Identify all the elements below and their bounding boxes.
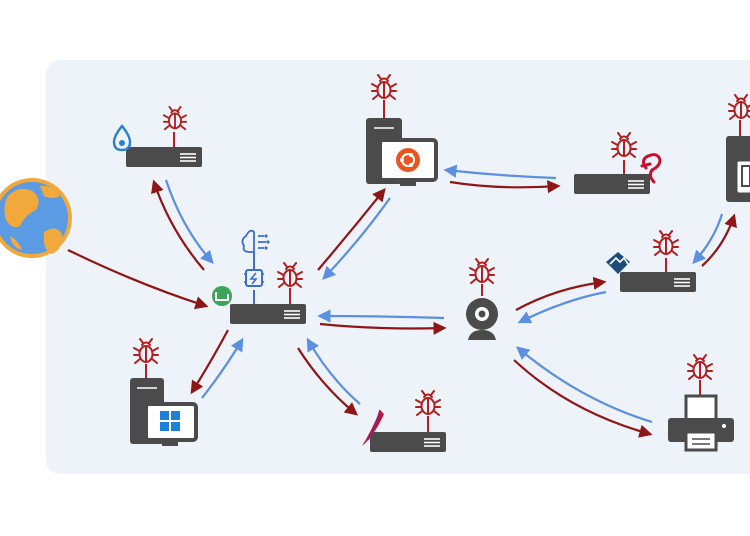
arrow-redis-to-ubuntu [443,164,557,180]
printer-icon [668,394,734,452]
cpu-chip-icon [244,269,264,304]
arrow-router-to-webcam [319,321,447,335]
bug-icon [687,354,713,380]
apache-feather-icon [362,409,384,446]
edge-desktop[interactable] [726,94,750,202]
redis-icon [640,153,662,184]
arrow-ubuntu-to-router [322,197,391,280]
arrow-ubuntu-to-redis [449,180,561,194]
ai-brain-icon [241,229,270,270]
drupal-icon [112,124,132,152]
connection-arrows [67,164,737,438]
arrow-edge-to-alpine [692,213,724,264]
alpine-server[interactable] [606,230,696,292]
redis-server[interactable] [574,132,662,194]
windows-icon [160,411,180,431]
arrow-windows-to-router [201,337,244,399]
arrow-alpine-to-webcam [517,290,607,324]
bug-icon [653,230,679,256]
ubuntu-icon [396,148,420,172]
alpine-icon [606,252,630,274]
windows-desktop[interactable] [130,338,198,446]
arrow-printer-to-webcam [515,346,653,424]
arrow-router-to-windows [190,329,229,395]
arrow-drupal-to-router [164,179,214,264]
bug-icon [611,132,637,158]
webcam[interactable] [466,258,498,340]
arrow-apache-to-router [306,337,361,405]
ubuntu-desktop[interactable] [366,74,438,186]
arrow-webcam-to-router [317,309,445,323]
arrow-router-to-ubuntu [317,187,386,271]
apache-server[interactable] [362,390,446,452]
bug-icon [728,94,750,120]
arrow-webcam-to-alpine [515,276,607,311]
arrow-webcam-to-printer [513,359,653,438]
printer[interactable] [668,354,734,452]
webcam-icon [466,298,498,340]
bug-icon [469,258,495,284]
drupal-server[interactable] [112,106,202,167]
arrow-router-to-apache [297,347,359,416]
linux-mint-icon [212,286,232,306]
bug-icon [162,106,188,131]
arrow-alpine-to-edge [701,213,737,267]
arrow-router-to-drupal [151,179,205,271]
internet-globe-icon [0,178,72,258]
router[interactable] [212,229,306,324]
bug-icon [133,338,159,364]
bug-icon [277,262,303,288]
arrow-internet-to-router [67,249,209,310]
bug-icon [415,390,441,416]
bug-icon [371,74,397,100]
